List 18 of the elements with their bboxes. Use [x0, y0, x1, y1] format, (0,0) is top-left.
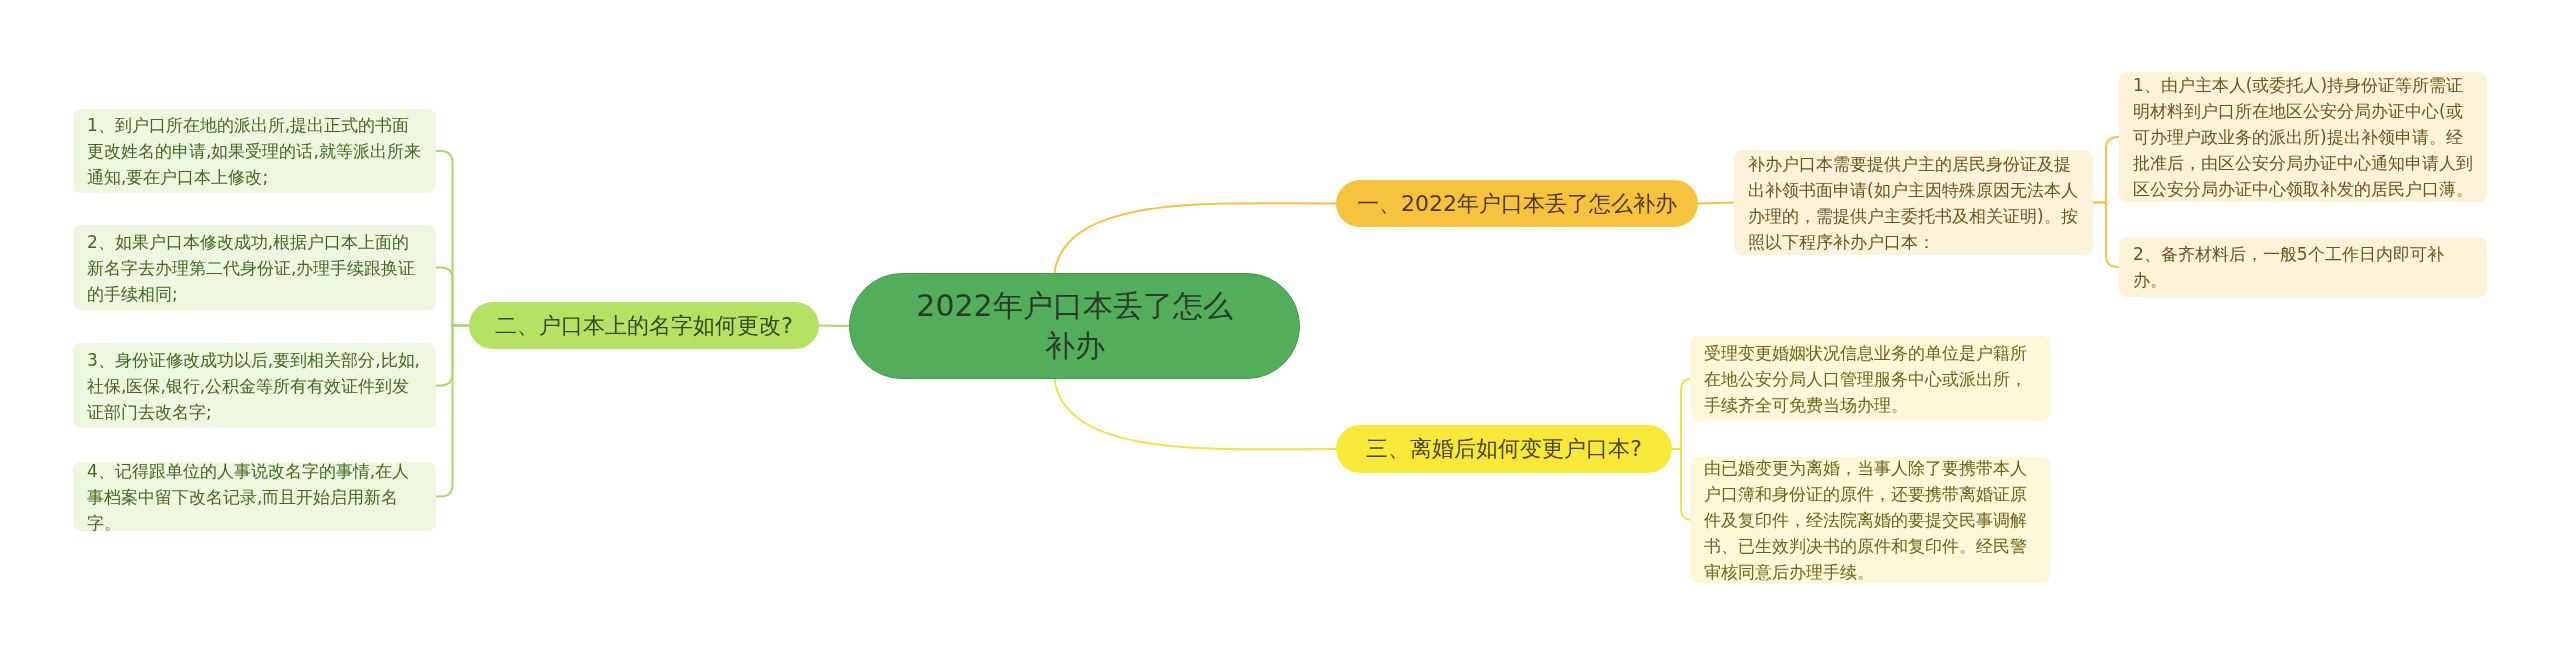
note-box: 受理变更婚姻状况信息业务的单位是户籍所在地公安分局人口管理服务中心或派出所，手续齐全可免费当场办理。	[1690, 336, 2050, 421]
connector-line	[1697, 201, 1735, 205]
connector-line	[1053, 202, 1337, 274]
note-box: 1、到户口所在地的派出所,提出正式的书面更改姓名的申请,如果受理的话,就等派出所来通知,要在户口本上修改;	[73, 109, 436, 193]
connector-line	[818, 324, 850, 327]
topic-box: 二、户口本上的名字如何更改?	[469, 302, 819, 349]
note-box: 2、如果户口本修改成功,根据户口本上面的新名字去办理第二代身份证,办理手续跟换证的手续相同;	[73, 225, 436, 310]
note-box: 补办户口本需要提供户主的居民身份证及提出补领书面申请(如户主因特殊原因无法本人办理的，需提供户主委托书及相关证明)。按照以下程序补办户口本：	[1734, 150, 2093, 255]
topic-box: 一、2022年户口本丢了怎么补办	[1336, 180, 1698, 227]
note-box: 1、由户主本人(或委托人)持身份证等所需证明材料到户口所在地区公安分局办证中心(或可办理户政业务的派出所)提出补领申请。经批准后，由区公安分局办证中心通知申请人到区公安分局办证中心领取补发的居民户口薄。	[2119, 72, 2487, 202]
connector-line	[1053, 378, 1337, 451]
connector-line	[2092, 201, 2120, 268]
topic-box: 三、离婚后如何变更户口本?	[1336, 425, 1672, 473]
note-box: 2、备齐材料后，一般5个工作日内即可补办。	[2119, 237, 2487, 297]
note-box: 4、记得跟单位的人事说改名字的事情,在人事档案中留下改名记录,而且开始启用新名字。	[73, 462, 436, 531]
central-topic: 2022年户口本丢了怎么补办	[849, 273, 1300, 379]
note-box: 3、身份证修改成功以后,要到相关部分,比如,社保,医保,银行,公积金等所有有效证件到发证部门去改名字;	[73, 343, 436, 428]
note-box: 由已婚变更为离婚，当事人除了要携带本人户口簿和身份证的原件，还要携带离婚证原件及复印件，经法院离婚的要提交民事调解书、已生效判决书的原件和复印件。经民警审核同意后办理手续。	[1690, 457, 2050, 583]
